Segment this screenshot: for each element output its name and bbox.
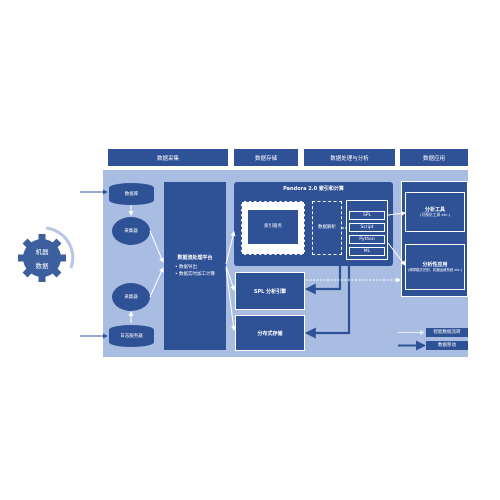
collector-bottom: 采集器	[112, 283, 150, 311]
index-service-label: 索引服务	[264, 224, 282, 230]
lang-script: Script	[349, 223, 385, 232]
data-parse-label: 数据解析	[318, 225, 336, 231]
stream-platform: 数据流处理平台 • 数据导出 • 数据实时加工计算	[164, 182, 226, 350]
legend-smart-label: 智能数据流转	[433, 329, 461, 335]
lang-label: ML	[363, 248, 371, 254]
gear-label-machine: 机器	[35, 248, 49, 256]
lang-label: SPL	[362, 212, 372, 218]
legend-data-move: 数据移动	[426, 341, 468, 350]
gear-label-data: 数据	[35, 262, 49, 270]
header-label: 数据存储	[254, 155, 277, 162]
lang-python: Python	[349, 235, 385, 244]
header-label: 数据应用	[422, 155, 445, 162]
analysis-tools: 分析工具 (可视化工具 etc.)	[405, 192, 465, 232]
gear-icon	[18, 226, 75, 282]
analytic-apps-title: 分析性应用	[422, 261, 448, 268]
lang-group	[346, 200, 388, 260]
analytic-apps-sub: (故障模式识别、机器运维系统 etc.)	[407, 268, 463, 272]
stream-platform-item: • 数据导出	[174, 265, 198, 271]
database-label: 数据库	[124, 192, 139, 197]
stream-platform-title: 数据流处理平台	[177, 255, 213, 262]
spl-engine-label: SPL 分析引擎	[253, 288, 287, 295]
distributed-storage: 分布式存储	[235, 315, 305, 351]
collector-label: 采集器	[124, 295, 138, 300]
analysis-tools-sub: (可视化工具 etc.)	[419, 211, 451, 217]
header-label: 数据处理与分析	[330, 155, 369, 162]
spl-engine: SPL 分析引擎	[235, 272, 305, 310]
log-server-source: 日志服务器	[109, 325, 154, 347]
legend-flow-label: 数据移动	[438, 342, 456, 348]
storage-label: 分布式存储	[257, 330, 283, 337]
data-parse: 数据解析	[312, 201, 342, 255]
lang-spl: SPL	[349, 211, 385, 220]
index-service: 索引服务	[248, 210, 298, 244]
analysis-tools-title: 分析工具	[424, 206, 445, 213]
log-server-label: 日志服务器	[120, 334, 143, 339]
item-text: 数据实时加工计算	[179, 271, 216, 277]
stream-platform-items: • 数据导出 • 数据实时加工计算	[175, 265, 215, 277]
collector-top: 采集器	[112, 217, 150, 245]
stream-platform-item: • 数据实时加工计算	[174, 271, 216, 277]
lang-label: Python	[359, 236, 375, 242]
header-label: 数据采集	[156, 155, 179, 162]
database-source: 数据库	[109, 183, 154, 205]
header-data-application: 数据应用	[400, 149, 468, 166]
item-text: 数据导出	[179, 265, 198, 271]
analytic-apps: 分析性应用 (故障模式识别、机器运维系统 etc.)	[405, 244, 465, 290]
lang-label: Script	[360, 224, 374, 230]
lang-ml: ML	[349, 247, 385, 256]
pandora-title: Pandora 2.0 索引和计算	[283, 186, 344, 192]
header-data-collection: 数据采集	[108, 149, 228, 166]
collector-label: 采集器	[124, 229, 138, 234]
header-data-processing: 数据处理与分析	[304, 149, 395, 166]
header-data-storage: 数据存储	[234, 149, 298, 166]
legend-smart-flow: 智能数据流转	[426, 328, 468, 337]
